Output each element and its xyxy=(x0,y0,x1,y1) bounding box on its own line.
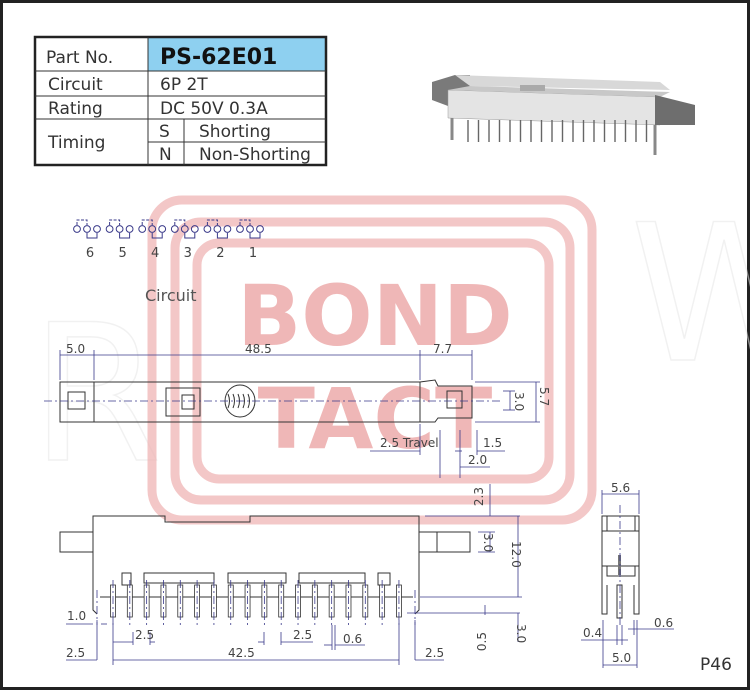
timing-n-code: N xyxy=(159,145,172,165)
dim-side-pitch-b: 2.5 xyxy=(293,628,312,642)
watermark-line1: BOND xyxy=(237,267,512,365)
dim-top-right: 7.7 xyxy=(433,342,452,356)
rating-value: DC 50V 0.3A xyxy=(160,99,268,119)
dim-end-0-6: 0.6 xyxy=(654,616,673,630)
circuit-pole-3 xyxy=(170,219,199,239)
dim-side-0-6: 0.6 xyxy=(343,632,362,646)
dim-side-2-3: 2.3 xyxy=(472,487,486,506)
dim-side-12-0: 12.0 xyxy=(509,541,523,568)
dim-end-0-4: 0.4 xyxy=(583,626,602,640)
circuit-pole-4 xyxy=(138,219,167,239)
circuit-diagram: 6 5 4 3 2 1 Circuit xyxy=(73,219,264,305)
dim-side-pin-len: 3.0 xyxy=(514,624,528,643)
spec-table: Part No. PS-62E01 Circuit 6P 2T Rating D… xyxy=(33,35,328,167)
dim-1-5: 1.5 xyxy=(483,436,502,450)
circuit-value: 6P 2T xyxy=(160,75,208,95)
timing-label: Timing xyxy=(47,133,105,153)
dim-side-3-0: 3.0 xyxy=(481,533,495,552)
circuit-pole-1 xyxy=(236,219,264,239)
dim-end-5-0: 5.0 xyxy=(612,651,631,665)
page-number: P46 xyxy=(700,655,732,675)
product-photo xyxy=(432,75,695,155)
dim-side-0-5: 0.5 xyxy=(475,632,489,651)
circuit-pole-label: 2 xyxy=(216,246,224,261)
circuit-pole-6 xyxy=(73,219,101,239)
circuit-pole-label: 4 xyxy=(151,246,159,261)
top-view: 5.0 48.5 7.7 3.0 5.7 2.5 Travel 1.5 2.0 xyxy=(44,342,551,478)
dim-travel: 2.5 Travel xyxy=(380,436,439,450)
timing-s-value: Shorting xyxy=(199,122,271,142)
dim-end-5-6: 5.6 xyxy=(611,481,630,495)
circuit-pole-5 xyxy=(105,219,134,239)
dim-top-5-7: 5.7 xyxy=(537,387,551,406)
dim-top-3-0: 3.0 xyxy=(512,392,526,411)
part-no-label: Part No. xyxy=(46,48,113,68)
circuit-pole-label: 1 xyxy=(249,246,257,261)
end-view: 5.6 0.4 0.6 5.0 xyxy=(581,481,674,668)
dim-side-span: 42.5 xyxy=(228,646,255,660)
dim-top-body: 48.5 xyxy=(245,342,272,356)
circuit-pole-label: 5 xyxy=(118,246,126,261)
rating-label: Rating xyxy=(48,99,103,119)
circuit-pole-2 xyxy=(203,219,232,239)
dim-2-0: 2.0 xyxy=(468,453,487,467)
watermark: R W xyxy=(29,183,750,506)
dim-side-right-2-5: 2.5 xyxy=(425,646,444,660)
timing-n-value: Non-Shorting xyxy=(199,145,311,165)
circuit-caption: Circuit xyxy=(145,286,197,305)
dim-top-left: 5.0 xyxy=(66,342,85,356)
part-no-value: PS-62E01 xyxy=(160,45,277,70)
circuit-pole-label: 6 xyxy=(86,246,94,261)
rohs-watermark: R xyxy=(30,284,162,505)
circuit-pole-label: 3 xyxy=(184,246,192,261)
watermark-line2: TACT xyxy=(258,370,493,468)
circuit-label: Circuit xyxy=(48,75,103,95)
dim-side-left-2-5: 2.5 xyxy=(66,646,85,660)
side-view: 1.0 2.5 2.5 0.6 2.5 42.5 2.5 2.3 3.0 12.… xyxy=(59,484,528,665)
timing-s-code: S xyxy=(159,122,170,142)
rohs-watermark-w: W xyxy=(630,184,750,405)
dim-side-pitch-a: 2.5 xyxy=(135,628,154,642)
dim-side-1-0: 1.0 xyxy=(67,609,86,623)
bond-tact-watermark: BOND TACT xyxy=(147,195,597,525)
